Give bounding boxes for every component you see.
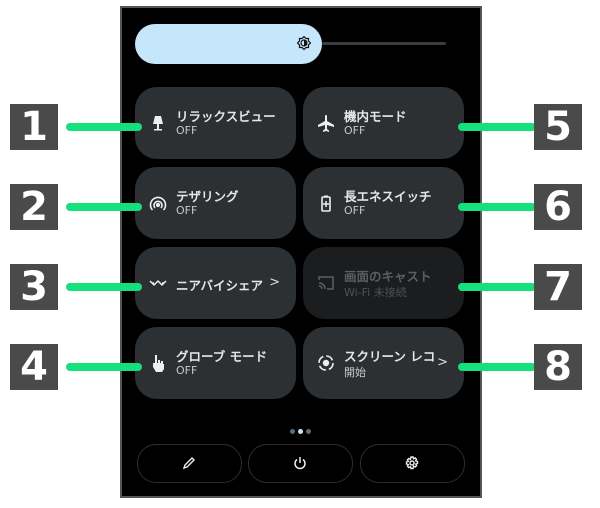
- tile-title: テザリング: [176, 189, 239, 204]
- power-button[interactable]: [248, 444, 353, 483]
- tile-status: 開始: [344, 366, 366, 379]
- tile-title: 画面のキャスト: [344, 269, 432, 284]
- callout-number: 3: [10, 264, 58, 310]
- tile-status: OFF: [344, 124, 366, 137]
- tile-tethering[interactable]: テザリング OFF: [135, 167, 296, 239]
- tile-airplane-mode[interactable]: 機内モード OFF: [303, 87, 464, 159]
- battery-icon: [321, 195, 331, 212]
- edit-button[interactable]: [137, 444, 242, 483]
- brightness-icon: [297, 36, 311, 50]
- pencil-icon: [182, 457, 195, 470]
- callout-line: [458, 283, 536, 291]
- hotspot-icon: [149, 196, 167, 211]
- callout-line: [66, 123, 142, 131]
- callout-number: 1: [10, 104, 58, 150]
- tile-status: OFF: [176, 124, 198, 137]
- callout-line: [458, 203, 536, 211]
- callout-line: [66, 363, 142, 371]
- callout-number: 2: [10, 184, 58, 230]
- callout-line: [458, 123, 536, 131]
- chevron-right-icon: >: [269, 275, 280, 290]
- tile-screen-cast[interactable]: 画面のキャスト Wi-Fi 未接続: [303, 247, 464, 319]
- cast-icon: [318, 276, 334, 290]
- power-icon: [294, 457, 306, 470]
- tile-title: スクリーン レコ: [344, 349, 436, 364]
- callout-number: 5: [534, 104, 582, 150]
- lamp-icon: [153, 116, 163, 131]
- tile-glove-mode[interactable]: グローブ モード OFF: [135, 327, 296, 399]
- chevron-right-icon: >: [437, 355, 448, 370]
- screen-record-icon: [318, 355, 334, 371]
- tile-status: OFF: [176, 364, 198, 377]
- callout-line: [66, 283, 142, 291]
- page-indicator[interactable]: [290, 419, 314, 438]
- tile-nearby-share[interactable]: ニアバイシェア >: [135, 247, 296, 319]
- tile-title: 長エネスイッチ: [344, 189, 432, 204]
- tile-battery-saver[interactable]: 長エネスイッチ OFF: [303, 167, 464, 239]
- callout-number: 7: [534, 264, 582, 310]
- callout-number: 8: [534, 344, 582, 390]
- callout-number: 6: [534, 184, 582, 230]
- page-dot: [290, 429, 295, 434]
- tile-relax-view[interactable]: リラックスビュー OFF: [135, 87, 296, 159]
- tile-status: Wi-Fi 未接続: [344, 286, 407, 299]
- settings-button[interactable]: [360, 444, 465, 483]
- tile-title: グローブ モード: [176, 349, 268, 364]
- glove-hand-icon: [153, 355, 164, 372]
- nearby-share-icon: [149, 279, 167, 287]
- tile-title: 機内モード: [344, 109, 407, 124]
- callout-number: 4: [10, 344, 58, 390]
- gear-icon: [405, 456, 419, 470]
- tile-status: OFF: [176, 204, 198, 217]
- callout-line: [458, 363, 536, 371]
- tile-screen-record[interactable]: スクリーン レコ 開始 >: [303, 327, 464, 399]
- page-dot: [306, 429, 311, 434]
- tile-title: ニアバイシェア: [176, 278, 264, 293]
- airplane-icon: [318, 115, 334, 132]
- page-dot-active: [298, 429, 303, 434]
- tile-status: OFF: [344, 204, 366, 217]
- tile-title: リラックスビュー: [176, 109, 276, 124]
- brightness-slider[interactable]: [135, 24, 322, 64]
- callout-line: [66, 203, 142, 211]
- brightness-slider-track[interactable]: [322, 42, 446, 45]
